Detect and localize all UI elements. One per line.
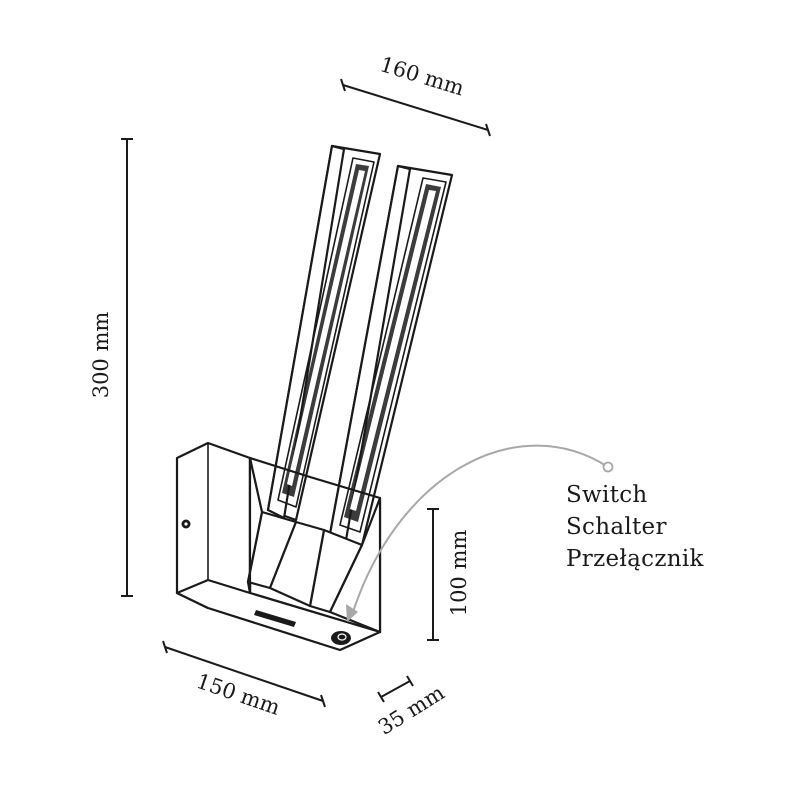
switch-callout: Switch Schalter Przełącznik <box>346 444 705 622</box>
base-box <box>175 456 382 652</box>
dimension-label-height-total: 300 mm <box>89 312 113 399</box>
dimension-width-top: 160 mm <box>340 52 491 137</box>
callout-arrowhead-icon <box>346 604 358 622</box>
switch-button-ring <box>337 633 347 641</box>
base-box-left-wall <box>246 456 264 595</box>
light-arm-left <box>266 144 382 522</box>
light-arm-right-diffuser <box>339 177 447 533</box>
dimension-tick <box>406 675 414 687</box>
mounting-screw-hole <box>184 522 188 526</box>
dimension-line <box>164 646 324 702</box>
dimension-tick <box>320 694 326 708</box>
dimension-label-depth-base: 35 mm <box>374 680 449 739</box>
light-arm-right-led-highlight <box>350 190 436 511</box>
dimension-label-width-base: 150 mm <box>193 669 283 720</box>
dimension-label-height-base: 100 mm <box>447 530 471 617</box>
light-arm-left-diffuser <box>277 157 375 508</box>
dimension-height-total: 300 mm <box>89 138 133 597</box>
base-box-center-wall <box>268 520 326 608</box>
callout-leader-dot <box>602 461 614 473</box>
dimension-height-base: 100 mm <box>427 508 471 641</box>
dimension-tick <box>162 640 168 654</box>
lamp-illustration <box>175 144 454 652</box>
dimension-line <box>342 84 489 131</box>
callout-label-pl: Przełącznik <box>566 546 705 572</box>
callout-label-de: Schalter <box>566 514 667 540</box>
base-box-bottom-edge-right <box>339 631 381 651</box>
base-box-bottom-edge <box>207 607 341 651</box>
dimension-depth-base: 35 mm <box>374 675 449 740</box>
callout-leader-line <box>352 444 609 613</box>
base-box-bottom-slot <box>254 610 296 627</box>
dimension-label-width-top: 160 mm <box>377 52 467 100</box>
dimension-tick <box>377 691 385 703</box>
switch-button-icon <box>331 631 351 645</box>
light-arm-right <box>328 164 454 547</box>
callout-label-en: Switch <box>566 482 648 508</box>
light-arm-left-led-highlight <box>287 170 365 486</box>
dimension-line <box>380 680 411 698</box>
dimension-tick <box>340 78 346 92</box>
dimension-tick <box>485 123 491 137</box>
dimension-width-base: 150 mm <box>162 640 326 720</box>
